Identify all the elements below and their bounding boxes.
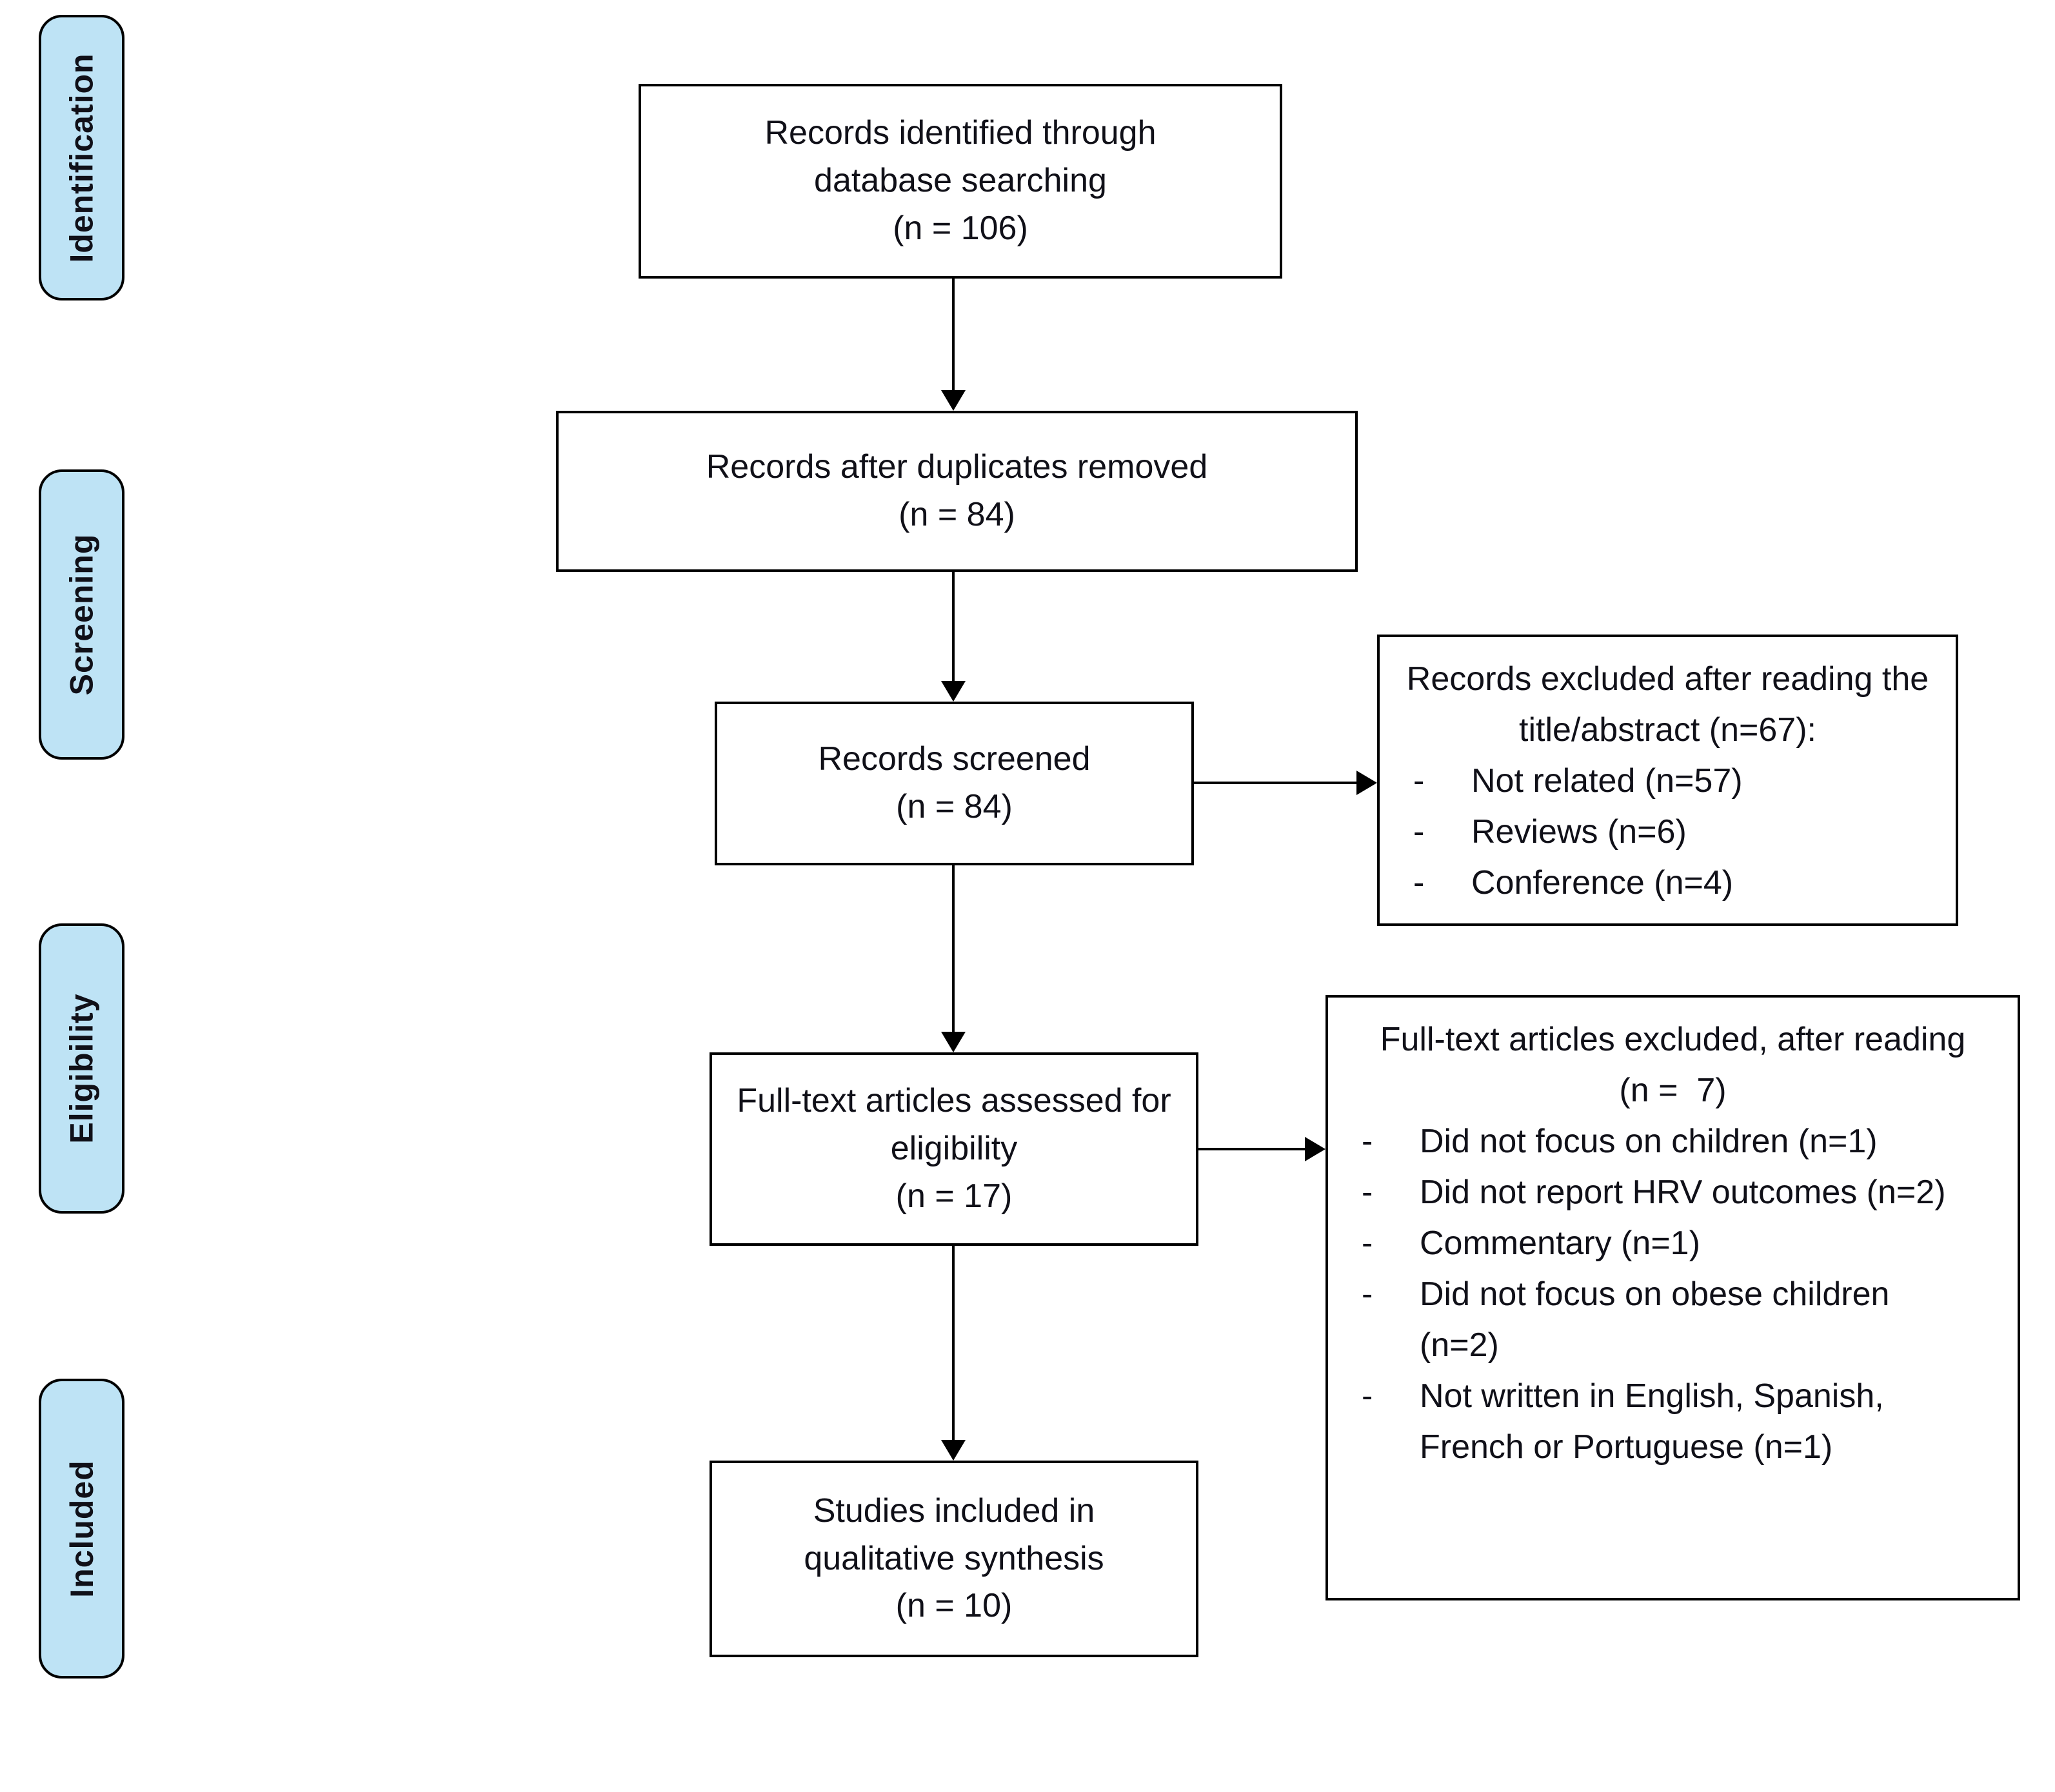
- arrow-line: [1194, 782, 1359, 784]
- dash-bullet: -: [1413, 762, 1425, 800]
- flow-box-fulltext-assessed-text: Full-text articles assessed for eligibil…: [737, 1082, 1171, 1168]
- exclusion-item-text: Conference (n=4): [1471, 864, 1734, 902]
- exclusion-item: - Not written in English, Spanish, Frenc…: [1354, 1371, 1992, 1473]
- exclusion-item: - Conference (n=4): [1405, 858, 1930, 909]
- exclusion-item-text: Reviews (n=6): [1471, 813, 1687, 851]
- dash-bullet: -: [1413, 864, 1425, 902]
- exclusion-item-text: Commentary (n=1): [1420, 1225, 1700, 1263]
- exclusion-item: - Did not focus on obese children (n=2): [1354, 1269, 1992, 1371]
- arrow-right-head-icon: [1305, 1137, 1325, 1161]
- exclusion-item: - Did not report HRV outcomes (n=2): [1354, 1167, 1992, 1218]
- stage-screening-label: Screening: [63, 533, 100, 696]
- flow-box-records-screened: Records screened (n = 84): [715, 702, 1194, 865]
- arrow-line: [1198, 1148, 1307, 1150]
- stage-identification: Identification: [39, 15, 124, 300]
- stage-included: Included: [39, 1379, 124, 1679]
- arrow-identified-to-duplicates: [940, 279, 966, 411]
- flow-box-records-identified: Records identified through database sear…: [639, 84, 1282, 279]
- exclusion-item: - Did not focus on children (n=1): [1354, 1116, 1992, 1167]
- flow-box-records-screened-n: (n = 84): [896, 788, 1013, 825]
- stage-identification-label: Identification: [63, 52, 100, 263]
- flow-box-fulltext-assessed-n: (n = 17): [895, 1177, 1013, 1215]
- exclusion-item-text: Did not focus on children (n=1): [1420, 1123, 1878, 1161]
- flow-box-studies-included-n: (n = 10): [895, 1587, 1013, 1625]
- flow-box-fulltext-assessed: Full-text articles assessed for eligibil…: [710, 1052, 1198, 1246]
- stage-eligibility-label: Eligibility: [63, 993, 100, 1144]
- exclusion-box-title-abstract-title: Records excluded after reading the title…: [1406, 660, 1929, 749]
- arrow-duplicates-to-screened: [940, 572, 966, 702]
- stage-included-label: Included: [63, 1459, 100, 1598]
- exclusion-box-title-abstract: Records excluded after reading the title…: [1377, 635, 1958, 926]
- arrow-line: [952, 279, 955, 393]
- exclusion-item-text: Not written in English, Spanish, French …: [1420, 1377, 1884, 1466]
- exclusion-item-text: Did not report HRV outcomes (n=2): [1420, 1174, 1946, 1212]
- flow-box-records-identified-text: Records identified through database sear…: [764, 114, 1157, 200]
- exclusion-box-fulltext: Full-text articles excluded, after readi…: [1325, 995, 2020, 1600]
- arrow-fulltext-to-included: [940, 1246, 966, 1461]
- flow-box-records-identified-n: (n = 106): [893, 209, 1028, 247]
- flow-box-studies-included: Studies included in qualitative synthesi…: [710, 1461, 1198, 1657]
- arrow-fulltext-to-excluded: [1198, 1136, 1325, 1162]
- flow-box-duplicates-removed: Records after duplicates removed (n = 84…: [556, 411, 1358, 572]
- flow-box-duplicates-removed-text: Records after duplicates removed: [706, 448, 1208, 486]
- exclusion-item: - Commentary (n=1): [1354, 1218, 1992, 1269]
- exclusion-item: - Reviews (n=6): [1405, 807, 1930, 858]
- arrow-down-head-icon: [941, 681, 966, 702]
- stage-eligibility: Eligibility: [39, 923, 124, 1214]
- exclusion-item: - Not related (n=57): [1405, 756, 1930, 807]
- dash-bullet: -: [1362, 1174, 1373, 1212]
- arrow-line: [952, 572, 955, 684]
- exclusion-item-text: Not related (n=57): [1471, 762, 1743, 800]
- flow-box-duplicates-removed-n: (n = 84): [898, 496, 1015, 533]
- arrow-screened-to-fulltext: [940, 865, 966, 1052]
- arrow-down-head-icon: [941, 1440, 966, 1461]
- arrow-down-head-icon: [941, 390, 966, 411]
- dash-bullet: -: [1413, 813, 1425, 851]
- exclusion-box-fulltext-n: (n = 7): [1619, 1072, 1727, 1110]
- arrow-line: [952, 865, 955, 1034]
- flow-box-records-screened-text: Records screened: [818, 740, 1091, 778]
- dash-bullet: -: [1362, 1275, 1373, 1314]
- arrow-down-head-icon: [941, 1032, 966, 1052]
- stage-screening: Screening: [39, 469, 124, 760]
- dash-bullet: -: [1362, 1377, 1373, 1415]
- dash-bullet: -: [1362, 1123, 1373, 1161]
- exclusion-box-fulltext-title: Full-text articles excluded, after readi…: [1380, 1021, 1966, 1058]
- arrow-line: [952, 1246, 955, 1442]
- arrow-screened-to-excluded: [1194, 770, 1377, 796]
- arrow-right-head-icon: [1356, 771, 1377, 795]
- dash-bullet: -: [1362, 1225, 1373, 1263]
- exclusion-item-text: Did not focus on obese children (n=2): [1420, 1275, 1890, 1364]
- flow-box-studies-included-text: Studies included in qualitative synthesi…: [804, 1492, 1104, 1577]
